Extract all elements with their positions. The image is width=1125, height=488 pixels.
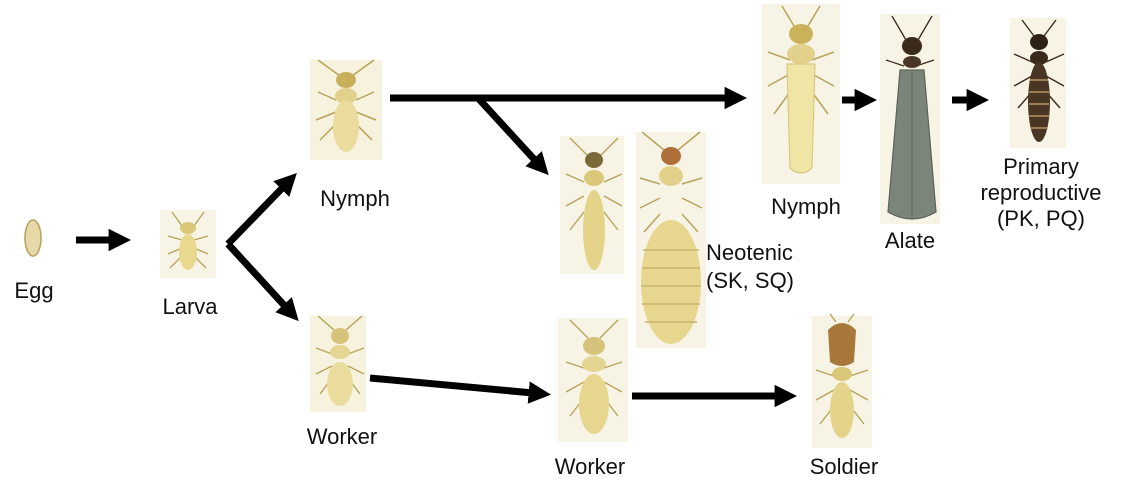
primary-reproductive-label-line1: Primary bbox=[966, 154, 1116, 180]
primary-reproductive-codes-label: (PK, PQ) bbox=[966, 206, 1116, 232]
worker-late-label: Worker bbox=[540, 454, 640, 480]
arrow-larva-nymph bbox=[228, 178, 292, 244]
arrow-larva-worker bbox=[228, 244, 294, 316]
egg-illustration bbox=[25, 220, 41, 256]
soldier-illustration bbox=[812, 314, 872, 448]
neotenic-queen-illustration bbox=[636, 132, 706, 348]
neotenic-codes-label: (SK, SQ) bbox=[706, 268, 794, 294]
worker-late-illustration bbox=[558, 318, 628, 442]
alate-label: Alate bbox=[872, 228, 948, 254]
worker-early-label: Worker bbox=[292, 424, 392, 450]
larva-label: Larva bbox=[150, 294, 230, 320]
primary-reproductive-illustration bbox=[1010, 18, 1066, 148]
primary-reproductive-label-line2: reproductive bbox=[966, 180, 1116, 206]
larva-illustration bbox=[160, 210, 216, 278]
arrow-nymph-neotenic bbox=[478, 98, 544, 170]
egg-label: Egg bbox=[8, 278, 60, 304]
nymph-early-label: Nymph bbox=[306, 186, 404, 212]
nymph-late-illustration bbox=[762, 4, 840, 184]
nymph-late-label: Nymph bbox=[758, 194, 854, 220]
arrow-worker-worker bbox=[370, 378, 544, 394]
worker-early-illustration bbox=[310, 316, 366, 412]
neotenic-label: Neotenic bbox=[706, 240, 793, 266]
nymph-early-illustration bbox=[310, 60, 382, 160]
soldier-label: Soldier bbox=[796, 454, 892, 480]
alate-illustration bbox=[880, 14, 940, 224]
neotenic-small-illustration bbox=[560, 136, 624, 274]
